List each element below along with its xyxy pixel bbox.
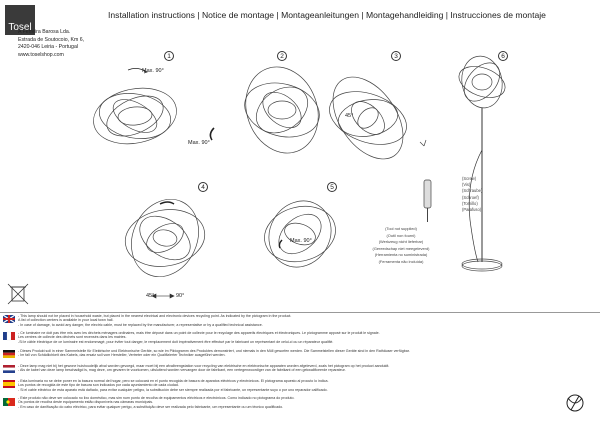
step3-angle: 45° — [345, 113, 354, 119]
warning-fr-line: -Si le câble électrique de ce luminaire … — [18, 339, 334, 344]
step-number-5: 5 — [327, 182, 337, 192]
step2-lamp-drawing — [209, 66, 320, 154]
not-supplied-en: (Tool not supplied) — [385, 226, 417, 231]
warning-nl-line: - Als de kabel van deze lamp beschadigd … — [18, 368, 346, 373]
step-number-4: 4 — [198, 182, 208, 192]
flag-france-icon — [3, 331, 15, 341]
screw-label-es: (Tornillo) — [462, 200, 478, 206]
crossed-bin-icon — [7, 283, 29, 305]
company-website: www.toselshop.com — [18, 51, 64, 58]
step-number-2: 2 — [277, 51, 287, 61]
flag-portugal-icon — [3, 398, 15, 406]
not-supplied-pt: (Ferramenta não incluída) — [378, 258, 424, 264]
step4-lamp-drawing — [124, 198, 206, 278]
screw-label-pt: (Parafuso) — [462, 207, 482, 213]
flag-germany-icon — [3, 350, 15, 358]
step2-max-angle: Max. 90° — [188, 140, 210, 146]
warning-block-en: - This lamp should not be placed in hous… — [18, 314, 291, 327]
screw-label-de: (Schraube) — [462, 188, 483, 194]
step1-max-angle: Max. 90° — [142, 68, 164, 74]
warning-block-fr: - Ce luminaire ne doit pas être mis avec… — [18, 331, 380, 344]
step3-lamp-drawing — [329, 76, 407, 160]
warning-en-line: A list of collection centers is availabl… — [18, 318, 114, 323]
not-supplied-es: (Herramienta no suministrada) — [374, 252, 428, 258]
not-supplied-nl: (Gereedschap niet meegeleverd) — [372, 245, 430, 251]
warning-de-line: - Dieses Produkt soll in einer Sammelste… — [18, 349, 410, 353]
page-title: Installation instructions | Notice de mo… — [108, 10, 546, 20]
warning-pt-line: - Este produto não deve ser colocado no … — [18, 396, 295, 400]
step-number-4-floor: 6 — [498, 51, 508, 61]
company-name: A Ferreira Barosa Lda. — [18, 29, 71, 35]
screw-label-list: (Screw) (Vis) (Schraube) (Schroef) (Torn… — [462, 176, 482, 213]
step1-lamp-drawing — [93, 68, 177, 145]
warning-block-es: - Esta luminaria no se debe poner en la … — [18, 379, 328, 392]
tool-not-supplied-list: (Tool not supplied) (Outil non fourni) (… — [371, 226, 431, 266]
flag-spain-icon — [3, 380, 15, 388]
warning-nl-line: - Deze lamp mag niet bij het gewone huis… — [18, 364, 390, 368]
warning-fr-line: - Ce luminaire ne doit pas être mis avec… — [18, 331, 380, 335]
rotation-arrow-icon — [151, 293, 175, 299]
warning-block-nl: - Deze lamp mag niet bij het gewone huis… — [18, 364, 389, 373]
screw-label-fr: (Vis) — [462, 182, 471, 188]
step-number-3: 3 — [391, 51, 401, 61]
step6-floor-lamp-drawing — [458, 55, 506, 272]
warning-es-line: Los puntos de recogida de este tipo de b… — [18, 383, 179, 388]
warning-pt-line: - Em caso de danificação do cabo eléctri… — [18, 404, 284, 409]
company-city: 2420-046 Leiria - Portugal — [18, 44, 78, 51]
warning-block-pt: - Este produto não deve ser colocado no … — [18, 396, 294, 409]
step5-max-angle: Max. 90° — [290, 238, 312, 244]
warning-es-line: - Si el cable eléctrico de esta aparato … — [18, 387, 328, 392]
screwdriver-icon — [419, 139, 432, 222]
warning-de-line: - Im fall von Schädlichkeit des Kabels, … — [18, 353, 226, 358]
warning-en-line: - This lamp should not be placed in hous… — [18, 314, 292, 318]
company-address: A Ferreira Barosa Lda. Estrada de Soutoc… — [18, 29, 84, 59]
warning-block-de: - Dieses Produkt soll in einer Sammelste… — [18, 349, 410, 358]
step4-start-angle: 45° — [146, 293, 155, 299]
flag-uk-icon — [2, 314, 16, 324]
flag-netherlands-icon — [2, 365, 16, 373]
screw-label-nl: (Schroef) — [462, 194, 479, 200]
not-supplied-de: (Werkzeug nicht lieferbar) — [378, 239, 424, 245]
screw-label-en: (Screw) — [462, 176, 477, 181]
warning-fr-line: Les centres de collecte des déchets sont… — [18, 335, 127, 340]
product-symbol-icon — [566, 394, 584, 412]
warning-pt-line: Os pontos de recolha deste equipamento e… — [18, 400, 154, 405]
company-street: Estrada de Soutocoio, Km 6, — [18, 36, 85, 43]
step4-end-angle: 90° — [176, 293, 185, 299]
brand-logo: Tosel — [5, 5, 35, 35]
section-divider — [0, 312, 600, 313]
not-supplied-fr: (Outil non fourni) — [386, 232, 416, 238]
step5-lamp-drawing — [264, 200, 336, 268]
warning-en-line: - In case of damage, to avoid any danger… — [18, 322, 263, 327]
warning-es-line: - Esta luminaria no se debe poner en la … — [18, 379, 329, 383]
step-number-1: 1 — [164, 51, 174, 61]
